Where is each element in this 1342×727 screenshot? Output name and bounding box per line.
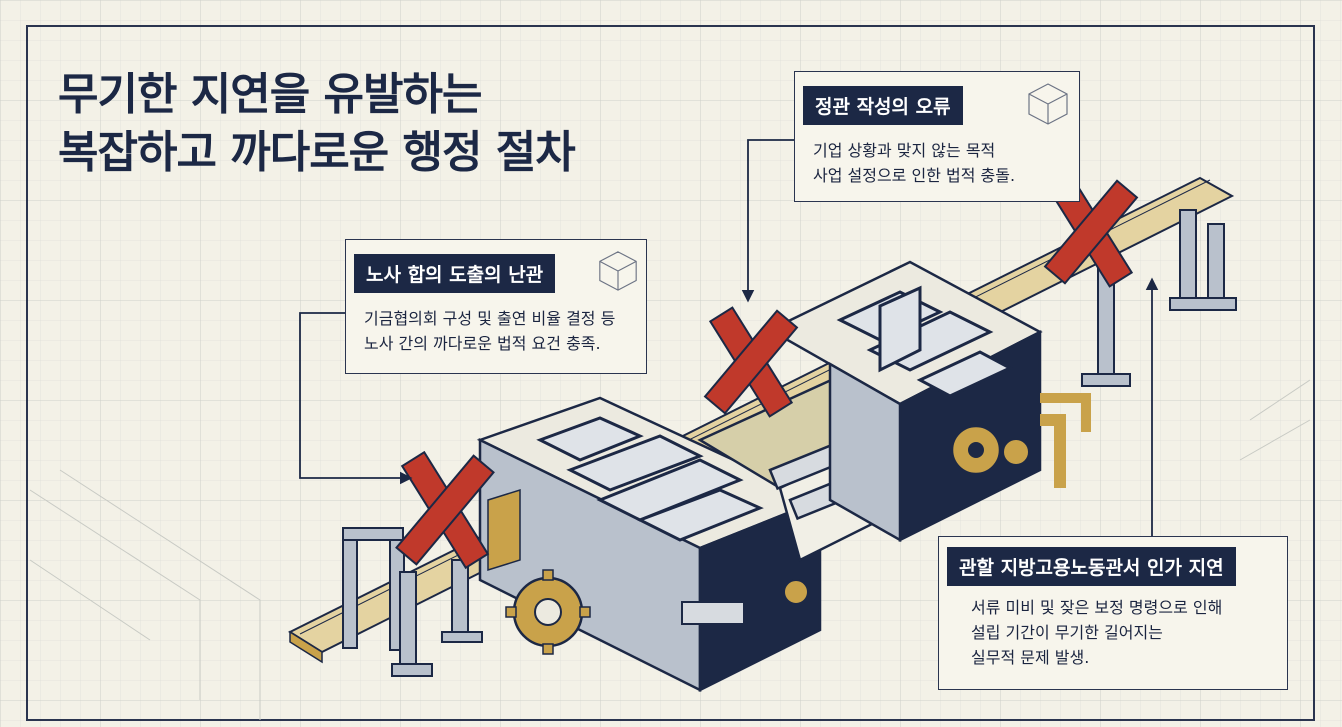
- callout-line: 기금협의회 구성 및 출연 비율 결정 등: [364, 309, 616, 328]
- callout-body: 기업 상황과 맞지 않는 목적 사업 설정으로 인한 법적 충돌.: [813, 138, 1015, 188]
- background-sketch: [29, 379, 1311, 720]
- callout-heading: 노사 합의 도출의 난관: [354, 254, 556, 293]
- arrow-to-x1: [299, 312, 413, 485]
- callout-body: 기금협의회 구성 및 출연 비율 결정 등 노사 간의 까다로운 법적 요건 충…: [364, 306, 615, 356]
- callout-body: 서류 미비 및 잦은 보정 명령으로 인해 설립 기간이 무기한 길어지는 실무…: [971, 595, 1222, 670]
- red-x-mark-1: [395, 450, 495, 570]
- cube-sketch-icon: [1028, 83, 1068, 125]
- callout-articles-error: 정관 작성의 오류 기업 상황과 맞지 않는 목적 사업 설정으로 인한 법적 …: [794, 71, 1080, 202]
- red-x-mark-2: [703, 306, 799, 418]
- callout-line: 서류 미비 및 잦은 보정 명령으로 인해: [971, 598, 1223, 617]
- machine-block-right: [767, 260, 1091, 543]
- page-title-line1: 무기한 지연을 유발하는: [58, 69, 482, 120]
- arrow-to-x2: [741, 139, 794, 303]
- outer-border: [26, 25, 1315, 721]
- callout-heading: 관할 지방고용노동관서 인가 지연: [947, 547, 1236, 586]
- red-x-mark-3: [1043, 176, 1139, 288]
- callout-approval-delay: 관할 지방고용노동관서 인가 지연 서류 미비 및 잦은 보정 명령으로 인해 …: [938, 536, 1288, 690]
- pipe-icon: [1040, 393, 1091, 488]
- callout-line: 기업 상황과 맞지 않는 목적: [813, 141, 996, 160]
- callout-heading: 정관 작성의 오류: [803, 86, 963, 125]
- callout-line: 사업 설정으로 인한 법적 충돌.: [813, 166, 1016, 185]
- gear-icon: [950, 424, 1030, 476]
- cube-sketch-icon: [599, 251, 637, 291]
- page-title-line2: 복잡하고 까다로운 행정 절차: [58, 127, 576, 178]
- pipe-icon: [681, 579, 809, 625]
- callout-labor-agreement: 노사 합의 도출의 난관 기금협의회 구성 및 출연 비율 결정 등 노사 간의…: [345, 239, 647, 374]
- callout-line: 노사 간의 까다로운 법적 요건 충족.: [364, 334, 601, 353]
- callout-line: 실무적 문제 발생.: [971, 648, 1090, 667]
- leader-arrows: [299, 139, 1159, 536]
- gear-icon: [505, 569, 591, 655]
- callout-line: 설립 기간이 무기한 길어지는: [971, 623, 1163, 642]
